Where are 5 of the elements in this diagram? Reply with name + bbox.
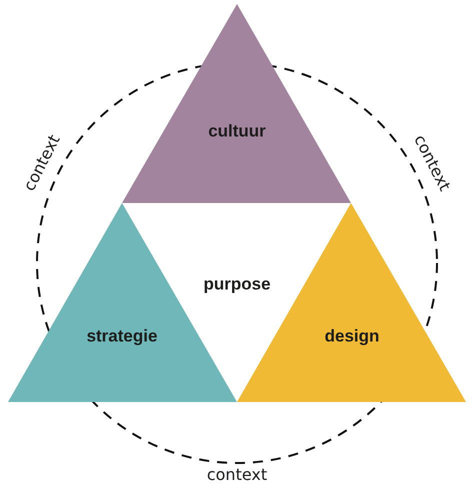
triangle-label: design bbox=[324, 328, 380, 344]
circle-label: context bbox=[206, 467, 268, 483]
triangle-label: cultuur bbox=[208, 122, 266, 140]
center-label: purpose bbox=[203, 276, 271, 292]
triangle-label: strategie bbox=[86, 328, 158, 344]
